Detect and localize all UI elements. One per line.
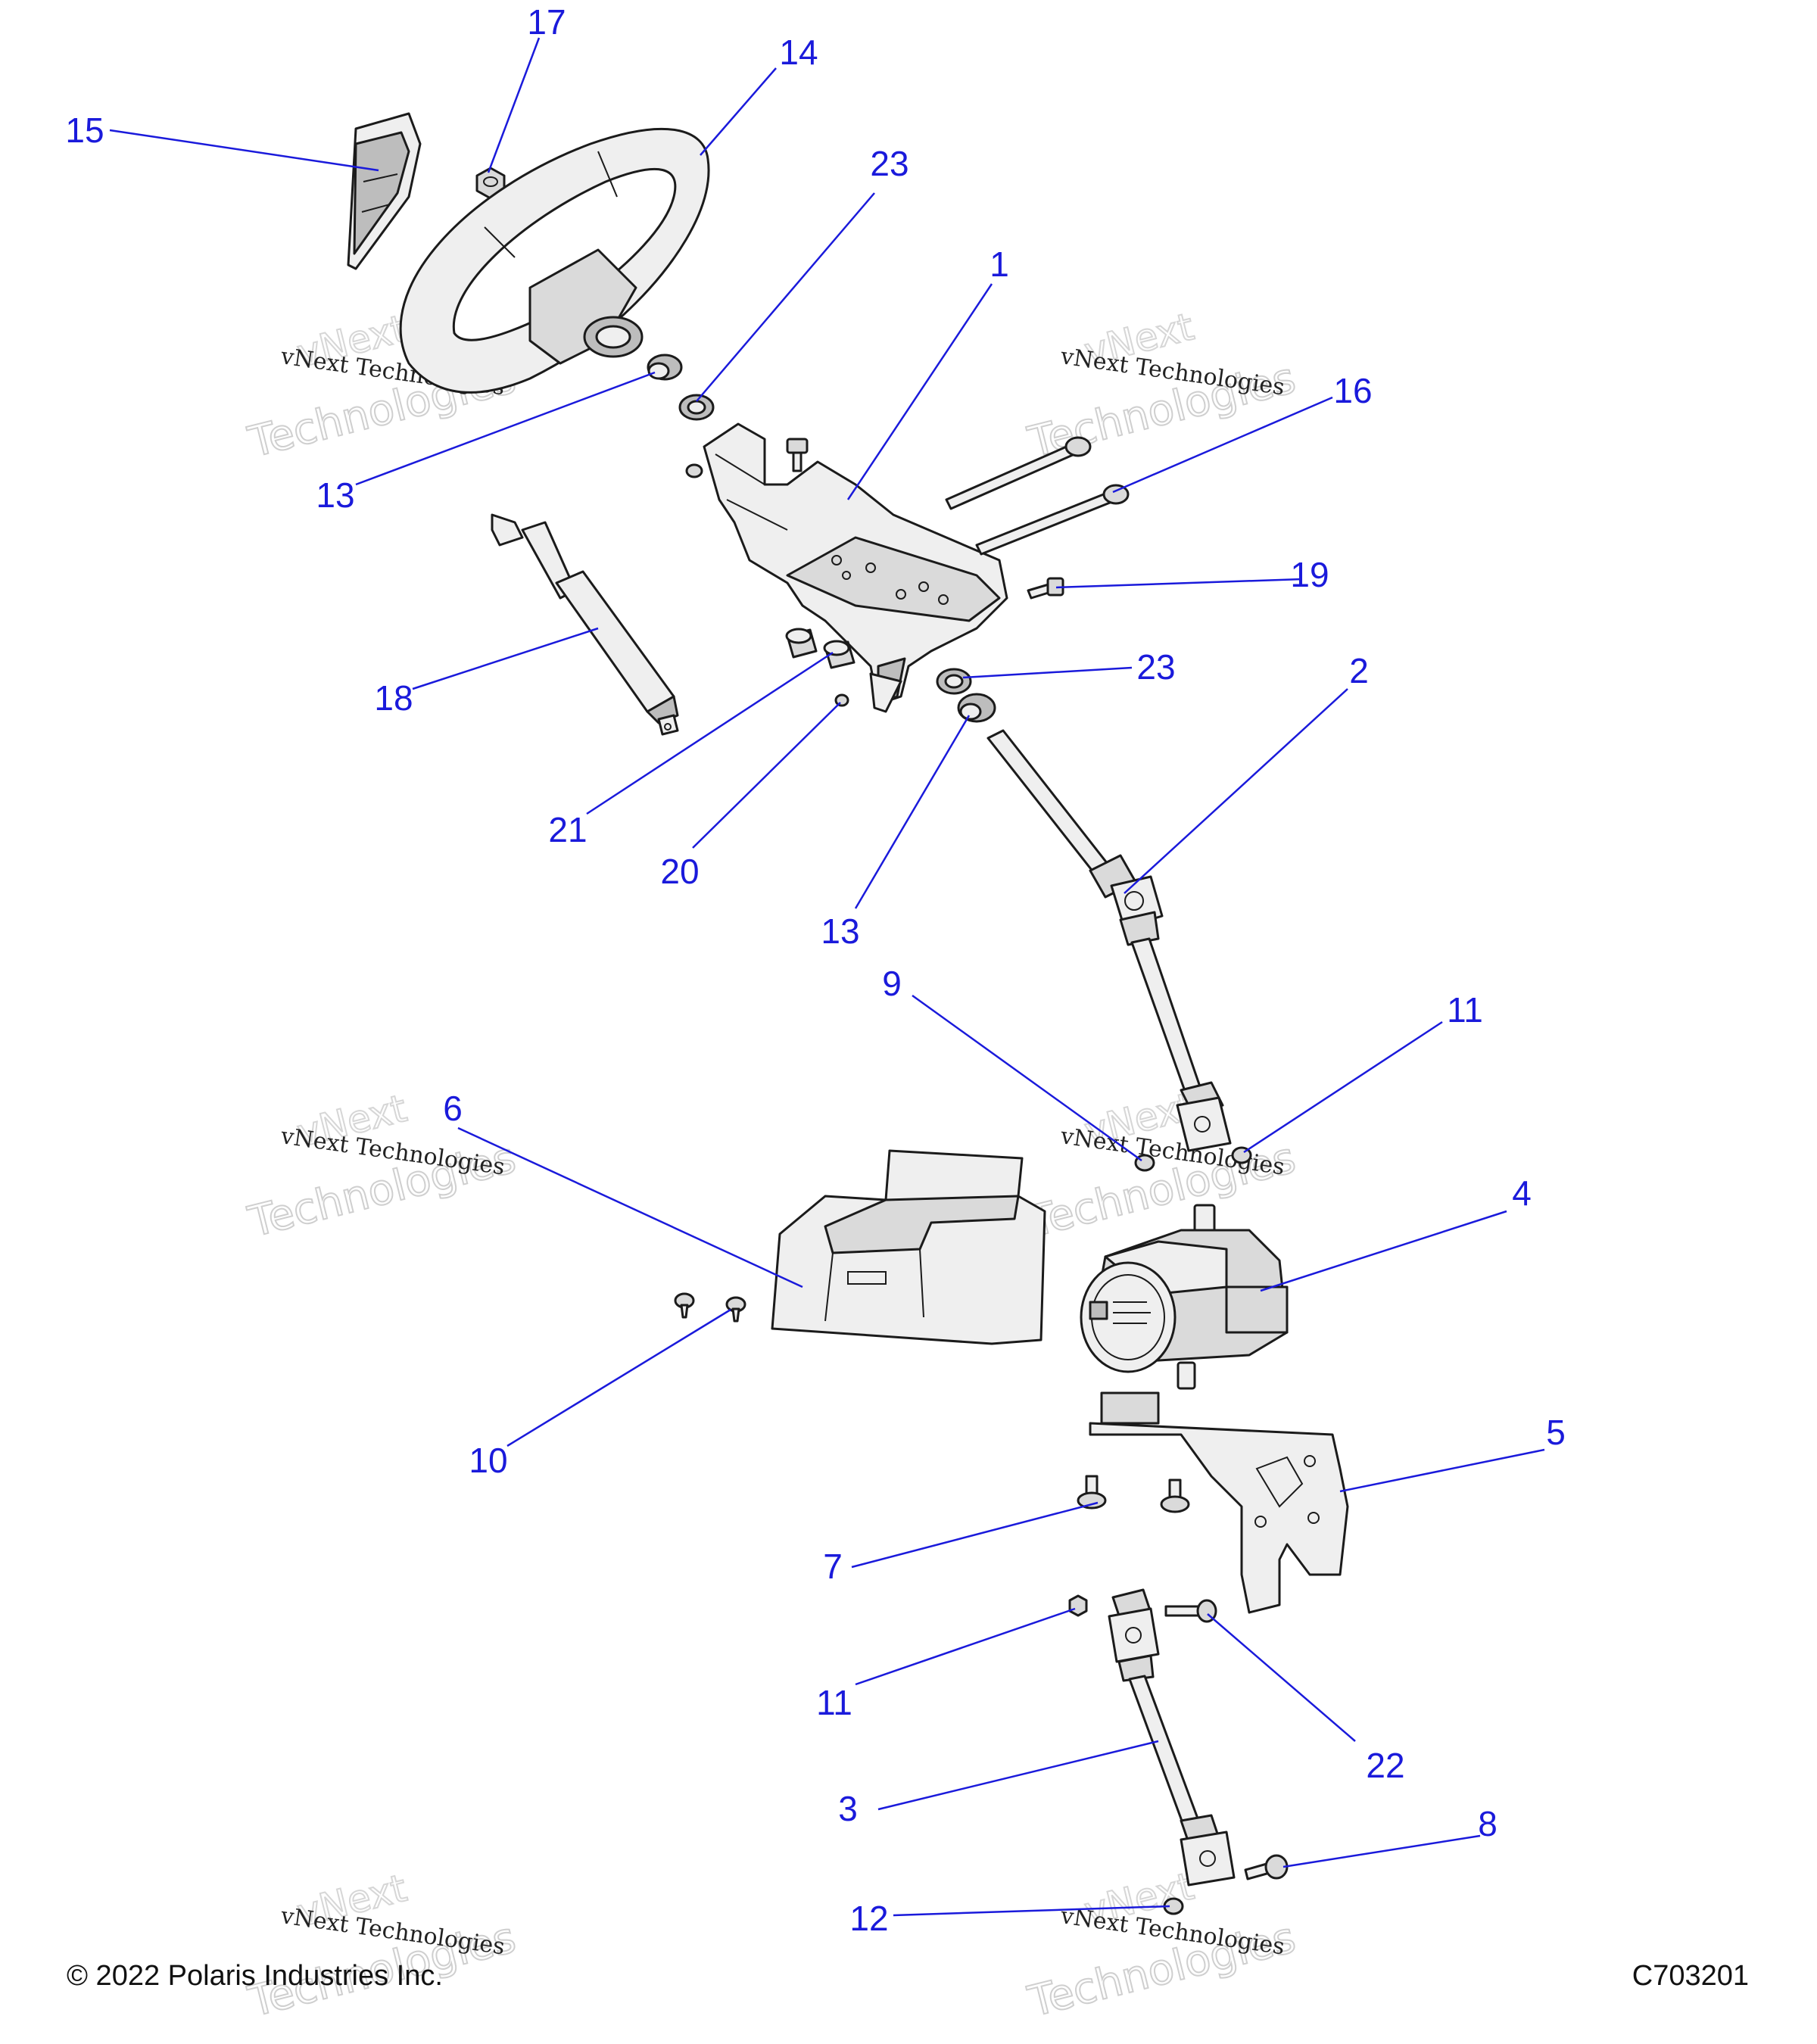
upper-steering-shaft-part xyxy=(986,729,1232,1152)
leader-6 xyxy=(457,1126,803,1288)
callout-9: 9 xyxy=(882,964,902,1003)
pinch-nut-lower-part xyxy=(1068,1594,1088,1617)
callout-22: 22 xyxy=(1366,1746,1404,1785)
leader-7 xyxy=(851,1501,1099,1569)
steering-wheel-part xyxy=(399,127,710,394)
leader-9 xyxy=(912,994,1142,1162)
callout-16: 16 xyxy=(1333,371,1372,410)
callout-3: 3 xyxy=(838,1789,858,1828)
callout-15: 15 xyxy=(65,111,104,150)
bushing-upper-part xyxy=(647,354,683,381)
steering-cover-part xyxy=(771,1149,1046,1345)
leader-13-upper xyxy=(355,371,656,486)
leader-16 xyxy=(1112,396,1333,494)
leader-23-lower xyxy=(962,666,1133,679)
column-bracket-part xyxy=(703,422,1008,713)
leader-22 xyxy=(1207,1613,1356,1742)
callout-23-lower: 23 xyxy=(1136,647,1175,687)
callout-1: 1 xyxy=(990,245,1009,284)
gas-strut-part xyxy=(491,513,679,736)
washer-upper-part xyxy=(678,394,715,421)
washer-lower-part xyxy=(936,668,972,695)
u-joint-bolt-part xyxy=(1164,1599,1217,1623)
callouts: 1 2 3 4 5 6 7 8 9 10 11 11 12 13 13 14 1… xyxy=(65,2,1565,1938)
leader-1 xyxy=(846,283,993,500)
wheel-cover-pad-part xyxy=(347,112,422,270)
callout-18: 18 xyxy=(374,678,413,718)
mount-bracket-part xyxy=(1089,1391,1349,1614)
callout-13-upper: 13 xyxy=(316,475,354,515)
callout-11-upper: 11 xyxy=(1447,990,1483,1030)
diagram-code: C703201 xyxy=(1632,1960,1749,1992)
leader-3 xyxy=(877,1740,1159,1811)
callout-19: 19 xyxy=(1290,555,1329,594)
callout-17: 17 xyxy=(527,2,566,42)
leader-12 xyxy=(893,1905,1170,1917)
push-rivet-part xyxy=(674,1292,746,1323)
callout-20: 20 xyxy=(660,852,699,891)
callout-12: 12 xyxy=(849,1899,888,1938)
leader-14 xyxy=(700,67,777,156)
callout-4: 4 xyxy=(1512,1173,1532,1213)
callout-21: 21 xyxy=(548,810,587,849)
leader-17 xyxy=(487,37,541,173)
leader-13-lower xyxy=(854,715,971,909)
leader-15 xyxy=(109,129,379,172)
copyright-text: © 2022 Polaris Industries Inc. xyxy=(67,1960,443,1992)
leader-20 xyxy=(692,702,841,849)
callout-8: 8 xyxy=(1478,1804,1498,1843)
callout-14: 14 xyxy=(779,33,818,72)
bumper-stop-part xyxy=(785,628,856,669)
leader-21 xyxy=(586,651,834,815)
lower-bolt-part xyxy=(1244,1854,1289,1880)
leader-23-upper xyxy=(696,192,875,402)
leader-lines xyxy=(109,37,1545,1917)
leader-19 xyxy=(1055,578,1303,589)
callout-6: 6 xyxy=(443,1089,463,1128)
callout-7: 7 xyxy=(823,1547,843,1586)
bracket-bolt-part xyxy=(786,438,809,472)
callout-10: 10 xyxy=(469,1441,507,1480)
small-bolt-part xyxy=(1027,577,1064,600)
long-bolt-part xyxy=(945,436,1130,556)
callout-11-lower: 11 xyxy=(816,1683,852,1722)
flange-bolt-part xyxy=(1077,1475,1190,1513)
leader-2 xyxy=(1124,688,1348,894)
leader-8 xyxy=(1282,1834,1481,1868)
leader-10 xyxy=(506,1308,731,1447)
leader-4 xyxy=(1260,1210,1507,1292)
callout-5: 5 xyxy=(1546,1413,1566,1452)
leader-11-lower xyxy=(855,1607,1076,1686)
leader-5 xyxy=(1339,1448,1545,1493)
leader-18 xyxy=(412,627,599,690)
callout-13-lower: 13 xyxy=(821,911,859,951)
bushing-lower-part xyxy=(957,693,996,723)
power-steering-unit-part xyxy=(1080,1204,1289,1390)
lower-steering-shaft-part xyxy=(1108,1588,1236,1887)
callout-23-upper: 23 xyxy=(870,144,908,183)
callout-2: 2 xyxy=(1349,651,1369,690)
bracket-nut-part xyxy=(685,463,703,478)
leader-11-upper xyxy=(1243,1020,1443,1154)
